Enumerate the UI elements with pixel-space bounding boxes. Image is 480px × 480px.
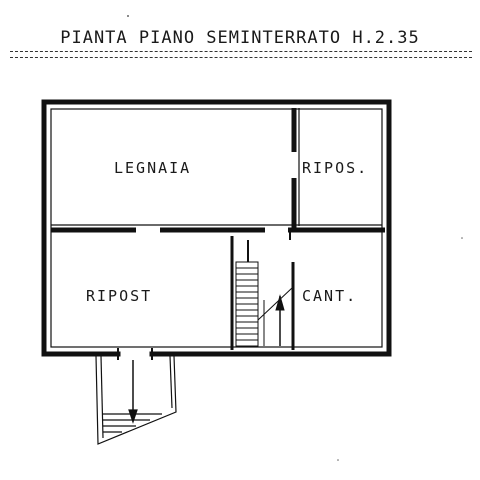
- speck: [461, 237, 463, 239]
- inner-lining: [50, 108, 383, 348]
- ramp-inner-right: [169, 355, 173, 409]
- title-underline-bottom: [10, 57, 472, 58]
- external-ramp: [95, 355, 177, 445]
- stair-break-line: [257, 287, 293, 321]
- door-marks: [117, 232, 291, 360]
- wall-linings: [50, 108, 383, 348]
- staircase: [235, 240, 293, 347]
- inner-walls: [51, 108, 385, 350]
- scan-specks: [127, 15, 463, 461]
- stair-arrow-icon: [275, 294, 285, 311]
- speck: [337, 459, 339, 461]
- room-label-cant: CANT.: [302, 287, 357, 305]
- plan-title: PIANTA PIANO SEMINTERRATO H.2.35: [60, 28, 420, 48]
- room-label-legnaia: LEGNAIA: [114, 159, 191, 177]
- speck: [127, 15, 129, 17]
- ramp-arrow-icon: [128, 409, 138, 424]
- outer-walls: [41, 99, 392, 357]
- room-label-ripos: RIPOS.: [302, 159, 368, 177]
- ramp-outline: [95, 355, 177, 445]
- ramp-inner-left: [100, 355, 104, 439]
- room-label-ripost: RIPOST: [86, 287, 152, 305]
- title-underline-top: [10, 51, 472, 52]
